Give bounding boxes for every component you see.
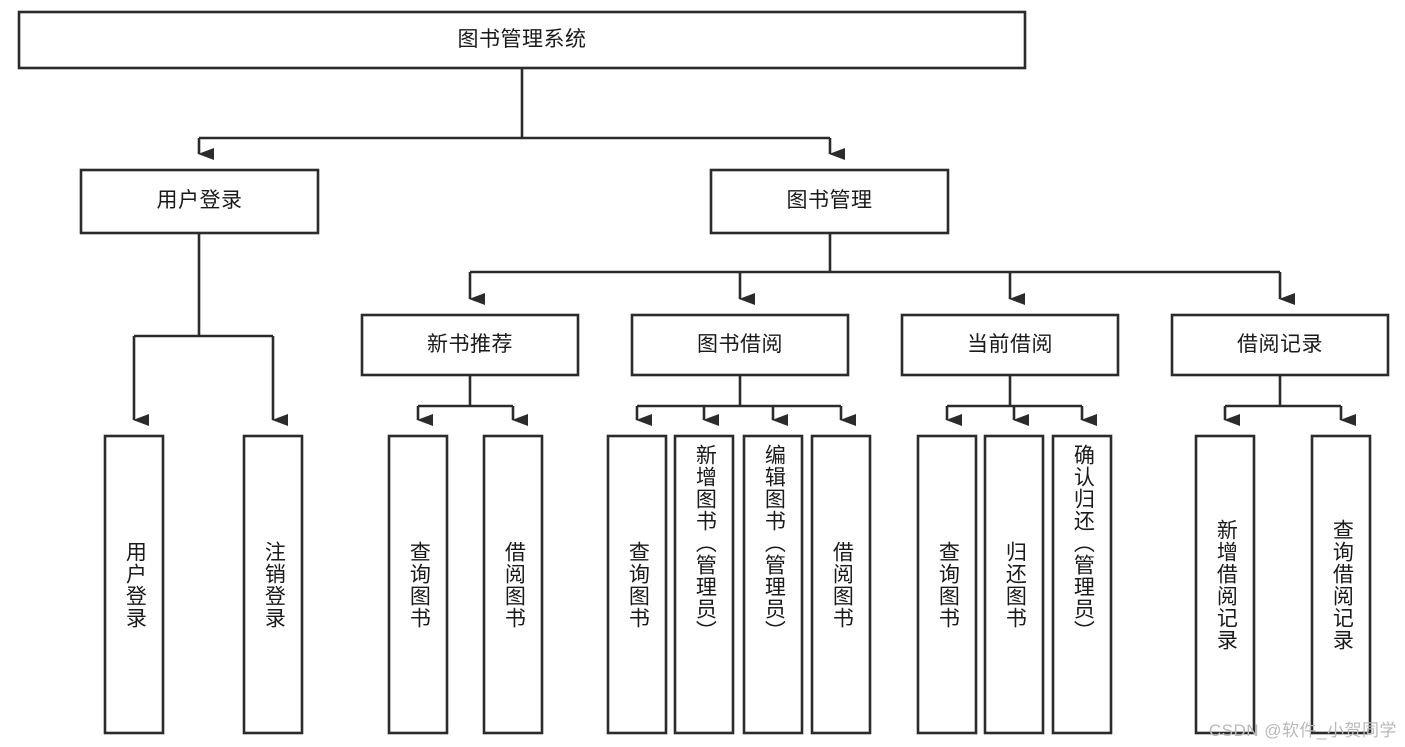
node-box-leaf-query-book-recommend[interactable] [387,434,449,735]
edge-group-borrow-records [1223,375,1356,426]
node-box-leaf-borrow-book[interactable] [810,434,872,735]
node-box-leaf-query-borrow-record[interactable] [1310,434,1372,735]
node-box-current-borrow[interactable] [900,313,1120,377]
node-box-leaf-add-book-admin[interactable] [673,434,735,735]
node-box-leaf-edit-book-admin[interactable] [742,434,804,735]
node-box-leaf-query-book-current[interactable] [916,434,978,735]
node-box-leaf-query-book-borrow[interactable] [606,434,668,735]
edge-group-book-management [468,233,1295,305]
node-box-leaf-borrow-book-recommend[interactable] [482,434,544,735]
node-box-leaf-user-login[interactable] [103,434,165,735]
edge-group-book-borrow [635,375,856,426]
node-box-user-login[interactable] [79,168,320,235]
edge-group-root [197,68,845,160]
node-box-book-borrow[interactable] [630,313,850,377]
edge-group-new-book-recommend [416,375,528,426]
node-box-leaf-logout[interactable] [242,434,304,735]
node-box-borrow-records[interactable] [1170,313,1390,377]
edge-group-user-login [132,233,288,426]
node-box-leaf-add-borrow-record[interactable] [1194,434,1256,735]
node-box-leaf-return-book[interactable] [983,434,1045,735]
node-box-root[interactable] [17,10,1027,70]
node-box-book-management[interactable] [709,168,950,235]
node-box-new-book-recommend[interactable] [360,313,580,377]
node-box-leaf-confirm-return-admin[interactable] [1051,434,1113,735]
edge-group-current-borrow [945,375,1097,426]
